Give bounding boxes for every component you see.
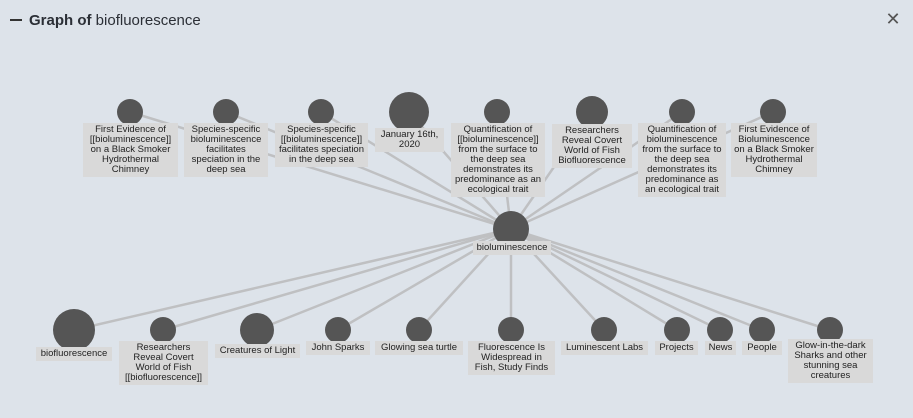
graph-node-label[interactable]: Projects (655, 341, 698, 355)
graph-node-b7[interactable] (591, 317, 617, 343)
edge-b2 (162, 227, 512, 332)
graph-node-b5[interactable] (406, 317, 432, 343)
graph-header: Graph of biofluorescence ✕ (0, 0, 913, 40)
title-term: biofluorescence (95, 12, 201, 29)
graph-node-label[interactable]: Glowing sea turtle (375, 341, 463, 355)
edge-b10 (510, 227, 763, 332)
graph-node-t6[interactable] (576, 96, 608, 128)
minus-icon[interactable] (10, 19, 22, 21)
graph-node-label[interactable]: Quantification of bioluminescence from t… (638, 123, 726, 197)
graph-node-label[interactable]: Luminescent Labs (561, 341, 648, 355)
graph-node-b9[interactable] (707, 317, 733, 343)
graph-node-b8[interactable] (664, 317, 690, 343)
graph-node-label[interactable]: Researchers Reveal Covert World of Fish … (119, 341, 208, 385)
edge-b3 (256, 227, 512, 332)
graph-node-b11[interactable] (817, 317, 843, 343)
close-icon[interactable]: ✕ (885, 9, 901, 29)
graph-node-b1[interactable] (53, 309, 95, 351)
graph-node-t7[interactable] (669, 99, 695, 125)
graph-nodes (53, 92, 843, 351)
graph-node-label[interactable]: Species-specific [[bioluminescence]] fac… (275, 123, 368, 167)
graph-node-b3[interactable] (240, 313, 274, 347)
graph-node-label[interactable]: bioluminescence (473, 241, 551, 255)
graph-node-t8[interactable] (760, 99, 786, 125)
graph-node-b2[interactable] (150, 317, 176, 343)
panel-title: Graph of biofluorescence (29, 12, 201, 29)
graph-node-bioluminescence[interactable] (493, 211, 529, 247)
edge-b11 (510, 227, 831, 332)
graph-node-label[interactable]: biofluorescence (36, 347, 112, 361)
graph-node-t2[interactable] (213, 99, 239, 125)
graph-node-label[interactable]: Creatures of Light (215, 344, 300, 358)
graph-node-label[interactable]: First Evidence of Bioluminescence on a B… (731, 123, 817, 177)
graph-node-label[interactable]: Quantification of [[bioluminescence]] fr… (451, 123, 545, 197)
graph-node-t5[interactable] (484, 99, 510, 125)
graph-node-b6[interactable] (498, 317, 524, 343)
graph-node-label[interactable]: First Evidence of [[bioluminescence]] on… (83, 123, 178, 177)
graph-node-label[interactable]: Fluorescence Is Widespread in Fish, Stud… (468, 341, 555, 375)
graph-node-t3[interactable] (308, 99, 334, 125)
graph-node-label[interactable]: Species-specific bioluminescence facilit… (184, 123, 268, 177)
graph-node-b10[interactable] (749, 317, 775, 343)
graph-node-b4[interactable] (325, 317, 351, 343)
graph-node-label[interactable]: John Sparks (306, 341, 370, 355)
graph-node-label[interactable]: January 16th, 2020 (375, 128, 444, 152)
graph-node-t4[interactable] (389, 92, 429, 132)
graph-node-t1[interactable] (117, 99, 143, 125)
graph-node-label[interactable]: Researchers Reveal Covert World of Fish … (552, 124, 632, 168)
edge-t2 (225, 110, 512, 231)
graph-node-label[interactable]: People (742, 341, 782, 355)
graph-node-label[interactable]: Glow-in-the-dark Sharks and other stunni… (788, 339, 873, 383)
edge-b1 (73, 227, 512, 332)
graph-node-label[interactable]: News (705, 341, 736, 355)
title-prefix: Graph of (29, 12, 92, 29)
